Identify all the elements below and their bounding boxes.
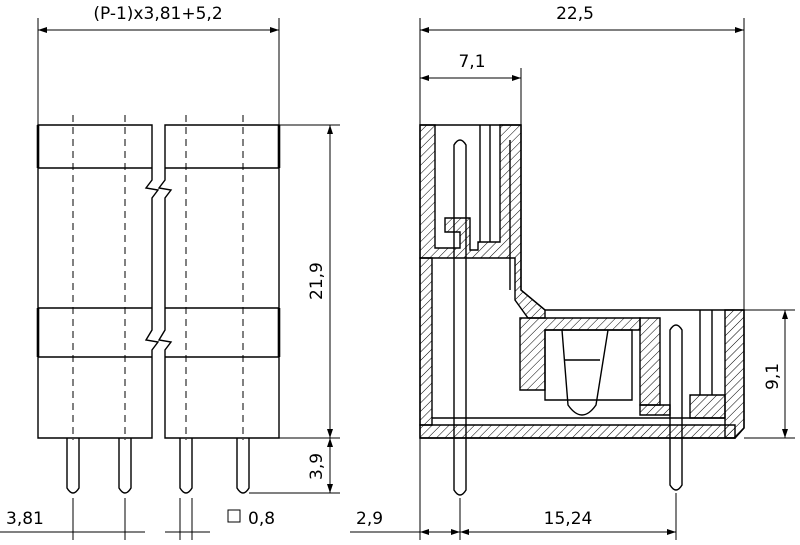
front-view: (P-1)x3,81+5,2 3,81 [0,4,340,540]
front-pins [66,438,250,494]
side-view: 22,5 7,1 9,1 [350,4,795,540]
overall-width-label: (P-1)x3,81+5,2 [93,4,222,24]
height-total-label: 21,9 [307,262,327,300]
pin-offset-label: 2,9 [356,509,383,529]
offset-top-label: 7,1 [458,52,485,72]
side-height-label: 9,1 [763,363,783,390]
pin-square-label: 0,8 [248,509,275,529]
square-symbol-icon [227,509,241,523]
overall-length-label: 22,5 [556,4,594,24]
pin-length-label: 3,9 [307,453,327,480]
pin-row-spacing-label: 15,24 [544,509,593,529]
pitch-label: 3,81 [6,509,44,529]
